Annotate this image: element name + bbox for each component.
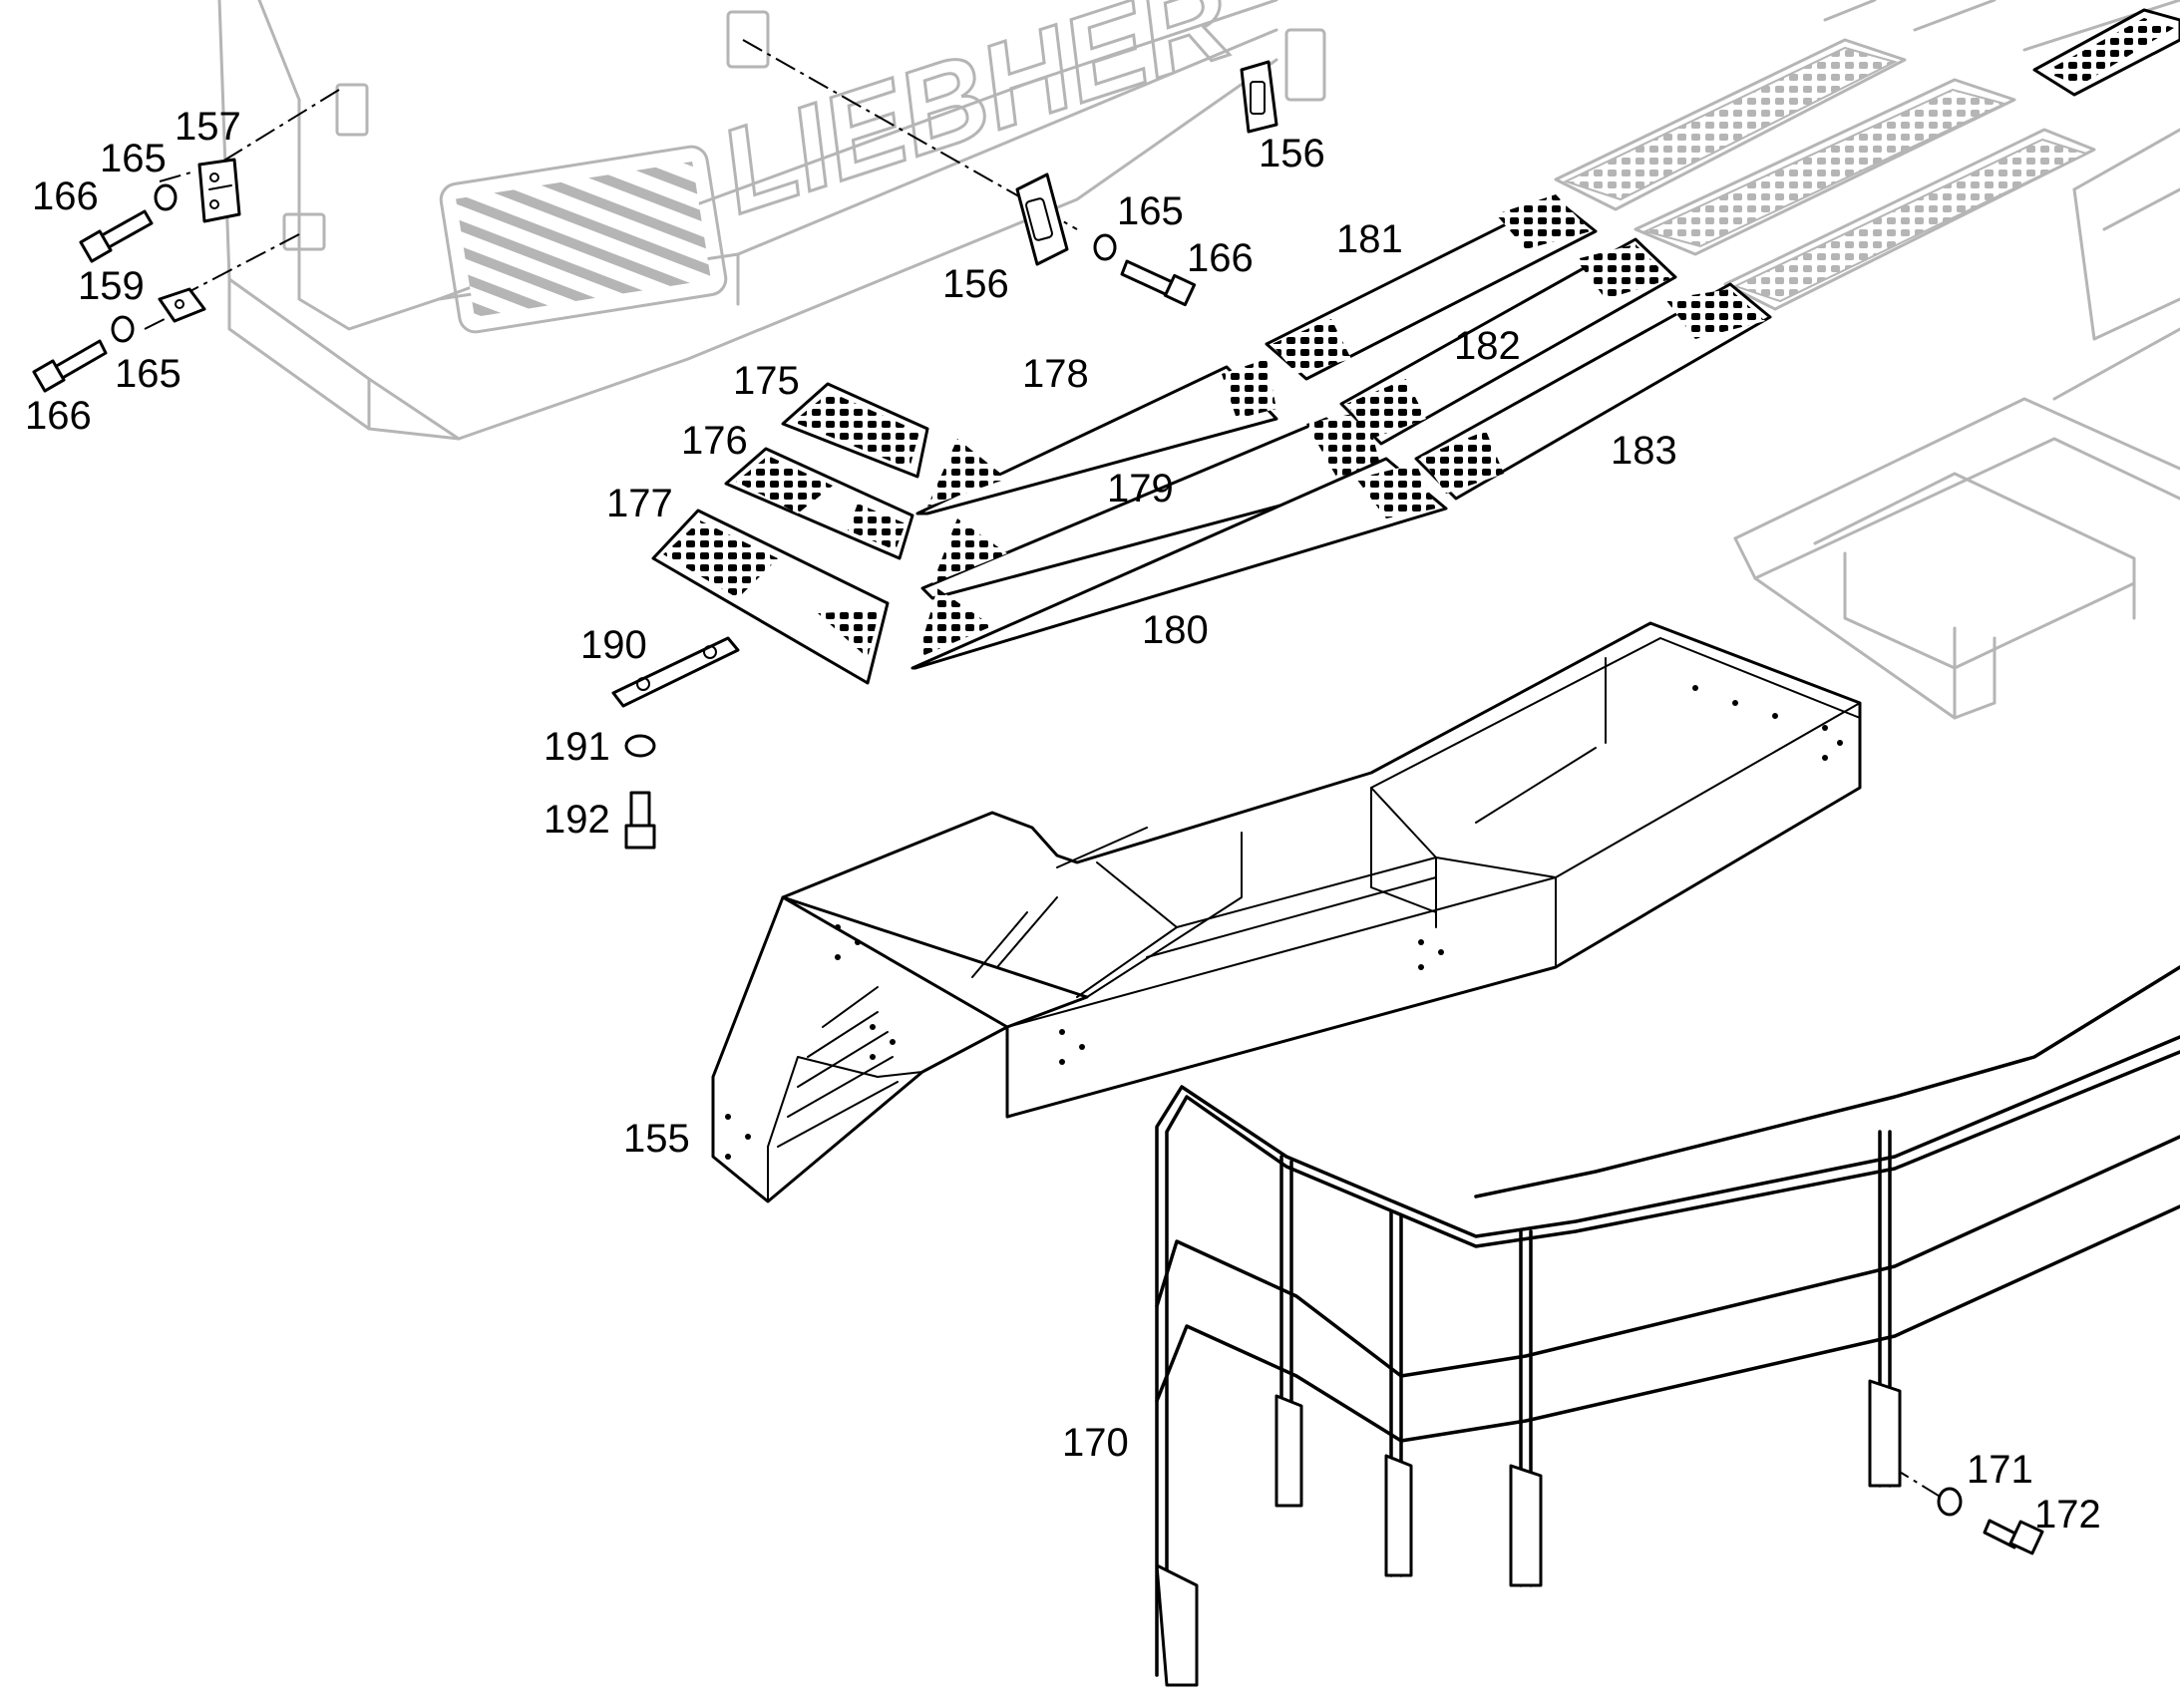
step-plate-182	[1339, 237, 1677, 446]
label-176: 176	[681, 419, 748, 463]
washer-165-b	[111, 315, 135, 343]
label-192: 192	[544, 798, 610, 842]
label-159: 159	[78, 264, 145, 308]
label-190: 190	[580, 623, 647, 667]
label-178: 178	[1022, 352, 1089, 396]
label-175: 175	[733, 359, 800, 403]
label-166-b: 166	[25, 394, 92, 438]
grille-vent	[456, 161, 711, 318]
bracket-159	[158, 287, 206, 323]
bolt-192	[624, 791, 656, 850]
label-157: 157	[175, 105, 241, 149]
right-frame-ghost	[1733, 128, 2180, 720]
plate-190	[611, 636, 740, 708]
label-172: 172	[2034, 1493, 2101, 1537]
label-170: 170	[1062, 1421, 1129, 1465]
step-plate-178	[915, 359, 1278, 515]
label-166-c: 166	[1187, 236, 1254, 280]
bracket-157	[197, 158, 241, 223]
ghost-mount-plate	[726, 10, 770, 69]
ghost-mount-159	[282, 212, 326, 251]
bolt-166-c	[1120, 259, 1197, 307]
bracket-156-a	[1015, 172, 1069, 266]
washer-165-c	[1093, 233, 1117, 261]
washer-191	[624, 734, 656, 758]
label-177: 177	[606, 482, 673, 525]
step-plate-176	[724, 447, 914, 560]
label-166-a: 166	[32, 174, 99, 218]
label-191: 191	[544, 725, 610, 769]
bolt-holes	[725, 685, 1843, 1160]
bolt-172	[1983, 1519, 2044, 1555]
label-171: 171	[1967, 1448, 2033, 1492]
label-181: 181	[1336, 217, 1403, 261]
label-183: 183	[1611, 429, 1677, 473]
washer-165-a	[154, 183, 178, 211]
washer-171	[1937, 1487, 1963, 1517]
step-plate-180	[910, 457, 1448, 670]
bracket-156-b	[1240, 60, 1278, 134]
label-165-c: 165	[1117, 189, 1184, 233]
callout-labels: 157 165 166 159 166 165 156 165 166 156 …	[25, 105, 2101, 1537]
label-179: 179	[1107, 467, 1174, 511]
walkway-frame-155	[711, 621, 1862, 1203]
step-plate-181	[1265, 194, 1598, 381]
handrail-170	[1155, 965, 2180, 1687]
bolt-166-b	[32, 339, 108, 393]
ghost-bracket-156	[1284, 28, 1326, 102]
bolt-166-a	[79, 209, 154, 263]
label-165-a: 165	[100, 137, 167, 180]
label-156-b: 156	[1259, 132, 1325, 175]
step-plate-175	[781, 382, 929, 479]
upper-walkway-ghost	[1554, 0, 2180, 311]
step-plate-183	[1414, 282, 1772, 501]
label-182: 182	[1454, 324, 1521, 368]
label-165-b: 165	[115, 352, 182, 396]
label-155: 155	[623, 1117, 690, 1161]
label-156-a: 156	[942, 262, 1009, 306]
step-plate-177	[651, 509, 890, 685]
ghost-mount-157	[335, 83, 369, 137]
label-180: 180	[1142, 608, 1209, 652]
